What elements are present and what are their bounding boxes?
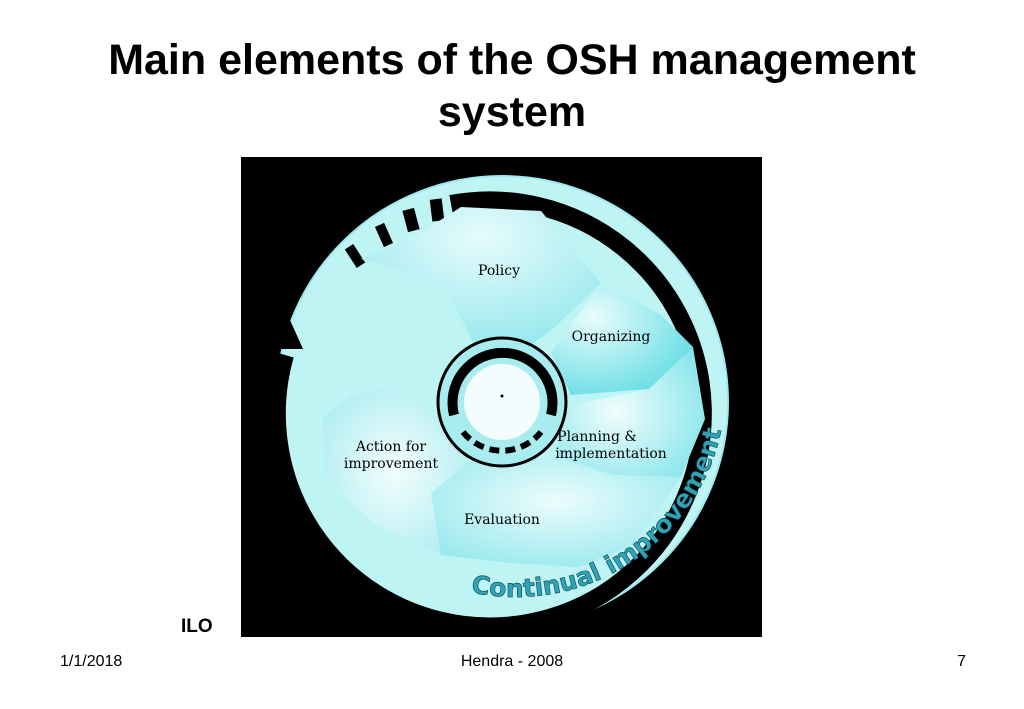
hub-inner	[464, 364, 540, 440]
arc-arrow-head	[267, 309, 303, 349]
osh-cycle-diagram: Policy Organizing Planning & implementat…	[241, 157, 762, 637]
arc-dash-1	[344, 244, 366, 268]
segment-organizing	[551, 283, 693, 395]
slide-title: Main elements of the OSH management syst…	[40, 34, 984, 138]
footer-page-number: 7	[957, 653, 966, 670]
footer-date: 1/1/2018	[60, 653, 123, 670]
segment-action	[323, 387, 467, 555]
segment-policy	[361, 207, 601, 363]
hub-center-dot	[500, 394, 504, 398]
label-evaluation: Evaluation	[464, 512, 540, 528]
slide-title-line-1: Main elements of the OSH management	[108, 36, 916, 84]
label-policy: Policy	[478, 263, 520, 279]
continual-improvement-arc	[267, 191, 712, 636]
arc-dash-3	[402, 207, 420, 233]
segment-planning	[557, 347, 705, 477]
label-organizing: Organizing	[572, 329, 651, 345]
osh-cycle-svg: Policy Organizing Planning & implementat…	[241, 157, 762, 637]
label-action-line-1: Action for	[355, 439, 427, 455]
arc-dash-2	[374, 222, 394, 248]
hub-arc-top	[447, 347, 558, 417]
source-credit: ILO	[181, 616, 213, 637]
label-action-line-2: improvement	[344, 456, 439, 472]
label-planning-line-2: implementation	[555, 446, 667, 462]
label-planning-line-1: Planning &	[557, 429, 637, 445]
footer-author: Hendra - 2008	[460, 653, 564, 670]
segment-evaluation	[431, 457, 681, 567]
arc-dash-4	[429, 198, 445, 222]
slide-title-line-2: system	[437, 88, 587, 136]
